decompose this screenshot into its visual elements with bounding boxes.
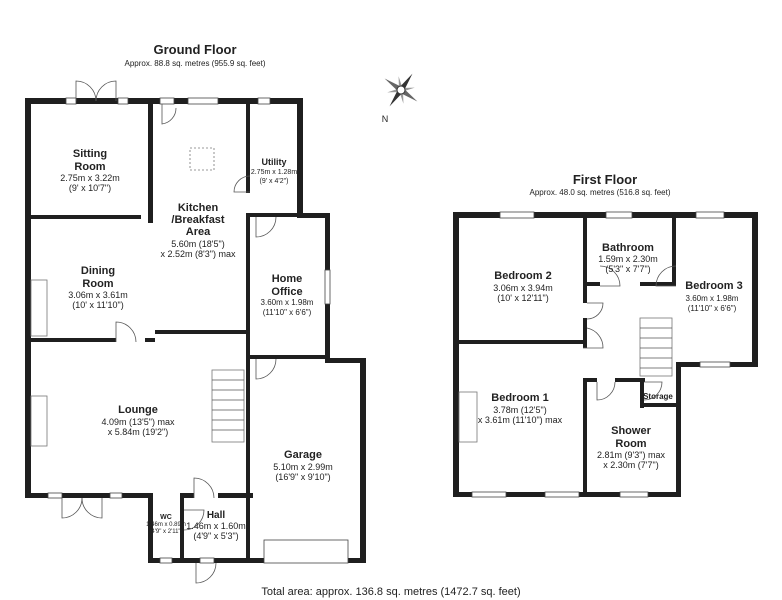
svg-text:3.78m (12'5"): 3.78m (12'5") bbox=[493, 405, 546, 415]
svg-text:3.06m x 3.61m: 3.06m x 3.61m bbox=[68, 290, 128, 300]
svg-text:Area: Area bbox=[186, 226, 211, 238]
svg-text:Bedroom 3: Bedroom 3 bbox=[685, 280, 742, 292]
svg-text:2.75m x 3.22m: 2.75m x 3.22m bbox=[60, 173, 120, 183]
svg-text:Bedroom 2: Bedroom 2 bbox=[494, 270, 551, 282]
room-bedroom-3: Bedroom 3 3.60m x 1.98m (11'10" x 6'6") bbox=[685, 280, 742, 313]
room-bedroom-1: Bedroom 1 3.78m (12'5") x 3.61m (11'10")… bbox=[478, 392, 563, 425]
svg-text:(5'3" x 7'7"): (5'3" x 7'7") bbox=[605, 264, 650, 274]
svg-text:3.06m x 3.94m: 3.06m x 3.94m bbox=[493, 283, 553, 293]
svg-text:Room: Room bbox=[82, 278, 113, 290]
svg-text:Sitting: Sitting bbox=[73, 148, 107, 160]
svg-text:Room: Room bbox=[615, 438, 646, 450]
svg-text:WC: WC bbox=[160, 514, 172, 521]
svg-text:Office: Office bbox=[271, 286, 302, 298]
room-sitting: Sitting Room 2.75m x 3.22m (9' x 10'7") bbox=[60, 148, 120, 193]
room-office: Home Office 3.60m x 1.98m (11'10" x 6'6"… bbox=[261, 273, 314, 317]
room-bedroom-2: Bedroom 2 3.06m x 3.94m (10' x 12'11") bbox=[493, 270, 553, 303]
ground-floor-area: Approx. 88.8 sq. metres (955.9 sq. feet) bbox=[125, 59, 266, 68]
total-area: Total area: approx. 136.8 sq. metres (14… bbox=[261, 586, 520, 598]
svg-text:Dining: Dining bbox=[81, 265, 115, 277]
svg-text:Home: Home bbox=[272, 273, 303, 285]
compass-north-label: N bbox=[382, 114, 389, 124]
compass-rose-icon bbox=[384, 73, 418, 107]
ground-floor-stairs bbox=[211, 369, 245, 443]
ground-floor-fixtures bbox=[30, 147, 215, 447]
svg-text:x 3.61m (11'10") max: x 3.61m (11'10") max bbox=[478, 415, 563, 425]
first-floor-windows bbox=[471, 211, 731, 498]
first-floor-area: Approx. 48.0 sq. metres (516.8 sq. feet) bbox=[530, 188, 671, 197]
svg-text:Lounge: Lounge bbox=[118, 404, 158, 416]
ground-floor-doors bbox=[61, 80, 277, 584]
room-utility: Utility 2.75m x 1.28m (9' x 4'2") bbox=[251, 157, 297, 185]
ground-floor-title: Ground Floor bbox=[153, 42, 236, 57]
svg-text:4.09m (13'5") max: 4.09m (13'5") max bbox=[102, 417, 175, 427]
first-floor-doors bbox=[583, 265, 677, 401]
svg-text:(11'10" x 6'6"): (11'10" x 6'6") bbox=[263, 308, 312, 317]
svg-text:Storage: Storage bbox=[643, 392, 673, 401]
svg-text:(16'9" x 9'10"): (16'9" x 9'10") bbox=[275, 472, 330, 482]
room-shower: Shower Room 2.81m (9'3") max x 2.30m (7'… bbox=[597, 425, 665, 470]
svg-text:3.60m x 1.98m: 3.60m x 1.98m bbox=[261, 298, 314, 307]
svg-text:5.10m x 2.99m: 5.10m x 2.99m bbox=[273, 462, 333, 472]
svg-text:1.46m x 1.60m: 1.46m x 1.60m bbox=[186, 521, 246, 531]
room-bathroom: Bathroom 1.59m x 2.30m (5'3" x 7'7") bbox=[598, 242, 658, 274]
svg-text:(4'9" x 2'11"): (4'9" x 2'11") bbox=[149, 529, 182, 535]
svg-text:x 2.30m (7'7"): x 2.30m (7'7") bbox=[603, 460, 658, 470]
room-dining: Dining Room 3.06m x 3.61m (10' x 11'10") bbox=[68, 265, 128, 310]
svg-text:1.59m x 2.30m: 1.59m x 2.30m bbox=[598, 254, 658, 264]
svg-text:x 5.84m (19'2"): x 5.84m (19'2") bbox=[108, 427, 168, 437]
svg-text:Garage: Garage bbox=[284, 449, 322, 461]
svg-text:/Breakfast: /Breakfast bbox=[171, 214, 225, 226]
svg-text:(4'9" x 5'3"): (4'9" x 5'3") bbox=[193, 531, 238, 541]
room-kitchen: Kitchen /Breakfast Area 5.60m (18'5") x … bbox=[161, 202, 236, 259]
svg-text:(10' x 12'11"): (10' x 12'11") bbox=[497, 293, 549, 303]
svg-text:Bedroom 1: Bedroom 1 bbox=[491, 392, 548, 404]
svg-text:Hall: Hall bbox=[207, 510, 226, 521]
first-floor-title: First Floor bbox=[573, 172, 637, 187]
svg-text:3.60m x 1.98m: 3.60m x 1.98m bbox=[686, 294, 739, 303]
svg-text:5.60m (18'5"): 5.60m (18'5") bbox=[171, 239, 224, 249]
svg-text:x 2.52m (8'3") max: x 2.52m (8'3") max bbox=[161, 249, 236, 259]
svg-text:2.81m (9'3") max: 2.81m (9'3") max bbox=[597, 450, 665, 460]
svg-text:Room: Room bbox=[74, 161, 105, 173]
svg-text:Bathroom: Bathroom bbox=[602, 242, 654, 254]
svg-text:(10' x 11'10"): (10' x 11'10") bbox=[72, 300, 124, 310]
svg-text:Utility: Utility bbox=[261, 157, 286, 167]
svg-text:Kitchen: Kitchen bbox=[178, 202, 219, 214]
room-lounge: Lounge 4.09m (13'5") max x 5.84m (19'2") bbox=[102, 404, 175, 437]
svg-text:1.46m x 0.89m: 1.46m x 0.89m bbox=[146, 522, 186, 528]
room-wc: WC 1.46m x 0.89m (4'9" x 2'11") bbox=[146, 514, 186, 535]
first-floor-fixtures bbox=[458, 391, 478, 443]
svg-text:Shower: Shower bbox=[611, 425, 651, 437]
svg-text:(9' x 10'7"): (9' x 10'7") bbox=[69, 183, 111, 193]
svg-text:(9' x 4'2"): (9' x 4'2") bbox=[260, 178, 289, 185]
room-hall: Hall 1.46m x 1.60m (4'9" x 5'3") bbox=[186, 510, 246, 541]
svg-text:2.75m x 1.28m: 2.75m x 1.28m bbox=[251, 169, 297, 176]
first-floor-stairs bbox=[639, 317, 673, 377]
room-storage: Storage bbox=[643, 392, 673, 401]
svg-text:(11'10" x 6'6"): (11'10" x 6'6") bbox=[688, 304, 737, 313]
room-garage: Garage 5.10m x 2.99m (16'9" x 9'10") bbox=[273, 449, 333, 482]
